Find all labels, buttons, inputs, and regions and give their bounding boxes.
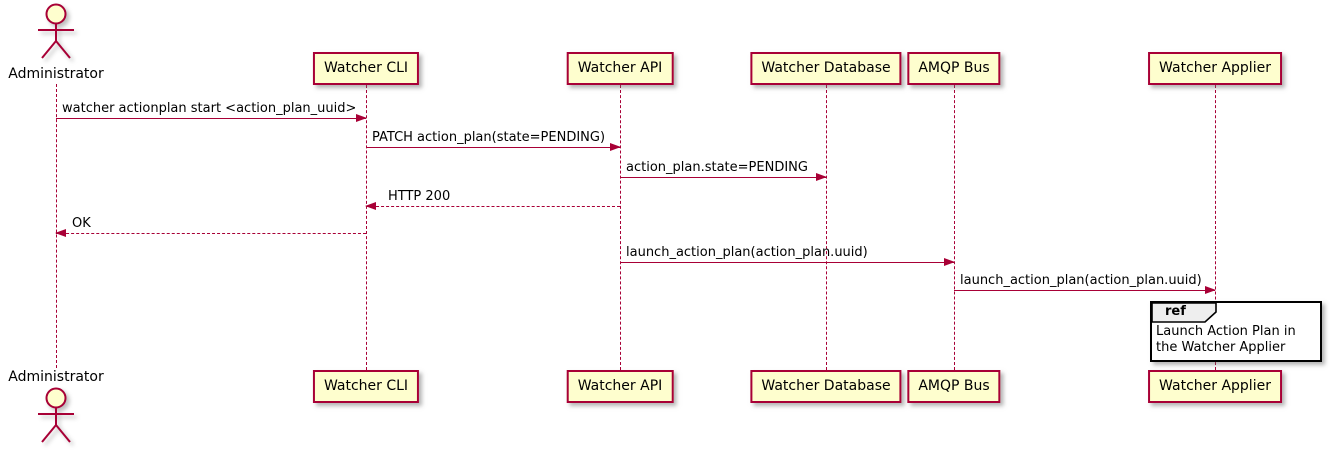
message-label: PATCH action_plan(state=PENDING) — [372, 130, 606, 145]
participant-watcher-database-top: Watcher Database — [750, 52, 902, 85]
participant-amqp-bus-top: AMQP Bus — [907, 52, 1001, 85]
actor-icon — [38, 3, 74, 59]
message-patch-action-plan: PATCH action_plan(state=PENDING) — [366, 130, 621, 151]
message-line — [365, 202, 620, 210]
arrowhead-right-icon — [1205, 286, 1216, 294]
ref-text: Launch Action Plan in the Watcher Applie… — [1156, 324, 1296, 355]
message-http-200: HTTP 200 — [365, 189, 620, 210]
ref-tab-shape-icon — [1151, 302, 1217, 323]
ref-keyword-tab: ref — [1151, 302, 1217, 323]
message-line — [366, 143, 621, 151]
arrowhead-right-icon — [816, 173, 827, 181]
participant-watcher-database-bottom: Watcher Database — [750, 370, 902, 403]
message-label: action_plan.state=PENDING — [626, 160, 808, 175]
lifeline-amqp-bus — [954, 85, 955, 370]
message-label: OK — [72, 216, 91, 231]
lifeline-administrator — [56, 84, 57, 368]
participant-watcher-api-bottom: Watcher API — [566, 370, 674, 403]
arrowhead-left-icon — [55, 229, 66, 237]
arrowhead-right-icon — [944, 258, 955, 266]
message-launch-to-applier: launch_action_plan(action_plan.uuid) — [954, 273, 1216, 294]
lifeline-watcher-api — [620, 85, 621, 370]
lifeline-watcher-database — [826, 85, 827, 370]
actor-label: Administrator — [8, 369, 104, 385]
message-line — [55, 229, 366, 237]
actor-label: Administrator — [8, 66, 104, 82]
message-label: watcher actionplan start <action_plan_uu… — [62, 101, 357, 116]
participant-watcher-applier-top: Watcher Applier — [1148, 52, 1282, 85]
arrowhead-right-icon — [610, 143, 621, 151]
message-line — [620, 173, 827, 181]
message-line — [620, 258, 955, 266]
arrowhead-left-icon — [365, 202, 376, 210]
ref-fragment: ref Launch Action Plan in the Watcher Ap… — [1150, 301, 1322, 362]
participant-watcher-cli-bottom: Watcher CLI — [312, 370, 420, 403]
arrowhead-right-icon — [356, 114, 367, 122]
participant-watcher-applier-bottom: Watcher Applier — [1148, 370, 1282, 403]
lifeline-watcher-cli — [366, 85, 367, 370]
message-line — [954, 286, 1216, 294]
message-line — [56, 114, 367, 122]
participant-watcher-cli-top: Watcher CLI — [312, 52, 420, 85]
message-launch-to-amqp: launch_action_plan(action_plan.uuid) — [620, 245, 955, 266]
message-label: launch_action_plan(action_plan.uuid) — [960, 273, 1202, 288]
message-start-actionplan: watcher actionplan start <action_plan_uu… — [56, 101, 367, 122]
message-ok: OK — [55, 216, 366, 237]
message-state-pending: action_plan.state=PENDING — [620, 160, 827, 181]
message-label: HTTP 200 — [388, 189, 451, 204]
ref-keyword: ref — [1165, 304, 1186, 319]
message-label: launch_action_plan(action_plan.uuid) — [626, 245, 868, 260]
participant-watcher-api-top: Watcher API — [566, 52, 674, 85]
lifeline-watcher-applier — [1215, 85, 1216, 370]
participant-amqp-bus-bottom: AMQP Bus — [907, 370, 1001, 403]
actor-icon — [38, 387, 74, 443]
